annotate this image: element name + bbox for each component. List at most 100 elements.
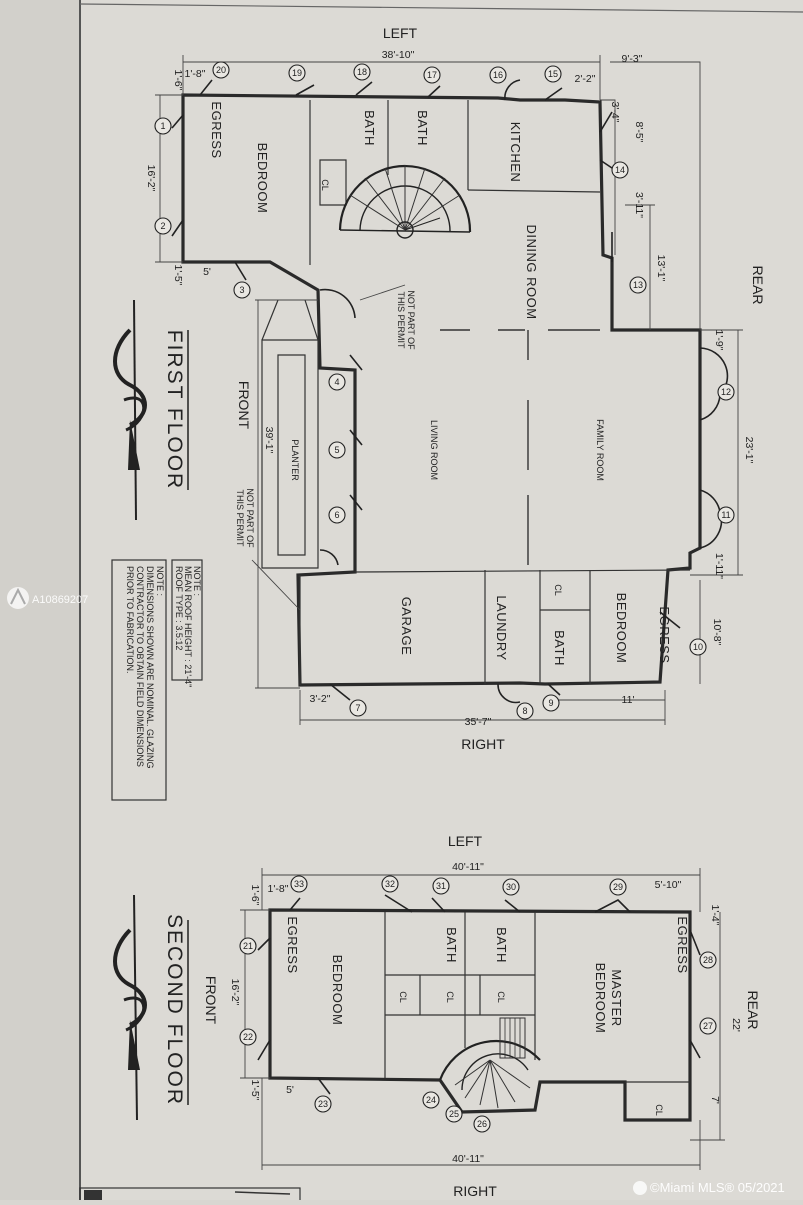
svg-text:3: 3: [239, 285, 244, 295]
svg-text:7: 7: [355, 703, 360, 713]
svg-text:4: 4: [334, 377, 339, 387]
room-closet-2: CL: [553, 584, 563, 596]
dim-1-5: 1'-5": [172, 265, 184, 286]
note-box-roof: NOTE : MEAN ROOF HEIGHT : 21'-4" ROOF TY…: [171, 559, 203, 687]
room-dining: DINING ROOM: [524, 224, 539, 319]
window-tag-26: 26: [473, 1115, 491, 1133]
first-floor-title: FIRST FLOOR: [163, 330, 186, 490]
window-tag-24: 24: [422, 1091, 440, 1109]
svg-text:22: 22: [243, 1032, 253, 1042]
dim2-1-5: 1'-5": [249, 1080, 261, 1101]
room2-bedroom: BEDROOM: [330, 955, 345, 1026]
svg-text:1: 1: [160, 121, 165, 131]
dim-10-8: 10'-8": [711, 619, 723, 646]
room2-cl-1: CL: [398, 991, 408, 1003]
dim-top-total: 38'-10": [382, 49, 415, 61]
first-floor-side-top: LEFT: [383, 25, 418, 41]
second-floor-stair: [438, 1017, 541, 1109]
dim2-7: 7': [709, 1096, 721, 1104]
svg-text:11: 11: [721, 510, 730, 520]
dim-8-5: 8'-5": [633, 122, 645, 143]
dim2-5: 5': [286, 1084, 294, 1096]
svg-text:31: 31: [436, 881, 446, 891]
dim-3-2: 3'-2": [310, 693, 331, 705]
window-tag-18: 18: [353, 63, 371, 81]
dim2-1-6: 1'-6": [249, 885, 261, 906]
planter-label: PLANTER: [290, 439, 300, 481]
svg-text:12: 12: [721, 387, 731, 397]
window-tag-21: 21: [239, 937, 257, 955]
first-floor-side-bottom: RIGHT: [461, 736, 505, 752]
svg-text:NOTE :: NOTE :: [155, 566, 165, 596]
window-tag-32: 32: [381, 875, 399, 893]
svg-text:2: 2: [160, 221, 165, 231]
svg-text:33: 33: [294, 879, 304, 889]
window-tag-29: 29: [609, 878, 627, 896]
svg-text:NOT PART OF: NOT PART OF: [245, 488, 255, 548]
window-tag-22: 22: [239, 1028, 257, 1046]
window-tag-16: 16: [489, 66, 507, 84]
second-floor-side-left: FRONT: [203, 976, 219, 1025]
window-tag-13: 13: [629, 276, 647, 294]
svg-text:32: 32: [385, 879, 395, 889]
room-closet-1: CL: [320, 179, 330, 191]
svg-text:NOT PART OF: NOT PART OF: [406, 290, 416, 350]
dim2-22: 22': [730, 1018, 742, 1032]
room-garage: GARAGE: [399, 597, 414, 656]
svg-text:DIMENSIONS SHOWN ARE NOMINAL.: DIMENSIONS SHOWN ARE NOMINAL. GLAZING: [145, 566, 155, 769]
svg-text:MEAN ROOF HEIGHT : 21'-4": MEAN ROOF HEIGHT : 21'-4": [183, 566, 193, 687]
dim-39-1: 39'-1": [263, 427, 275, 454]
svg-text:25: 25: [449, 1109, 459, 1119]
svg-text:NOTE :: NOTE :: [192, 566, 202, 596]
svg-text:THIS PERMIT: THIS PERMIT: [396, 291, 406, 349]
second-floor-window-tags: 21 22 23 24 25 26 27 28 29 30 31 32 33: [239, 875, 717, 1133]
window-tag-30: 30: [502, 878, 520, 896]
window-tag-10: 10: [689, 638, 707, 656]
room-kitchen: KITCHEN: [508, 122, 523, 183]
dim2-bottom-total: 40'-11": [452, 1153, 484, 1165]
window-tag-17: 17: [423, 66, 441, 84]
first-floor-stair: [338, 164, 472, 239]
window-tag-6: 6: [328, 506, 346, 524]
compass-ornament-2: [113, 894, 147, 1121]
window-tag-14: 14: [611, 161, 629, 179]
dim-3-4: 3'-4": [609, 102, 621, 123]
window-tag-25: 25: [445, 1105, 463, 1123]
second-floor-openings: [257, 894, 701, 1095]
note-not-part-2: NOT PART OF THIS PERMIT: [235, 488, 301, 611]
room2-master-line2: BEDROOM: [593, 963, 608, 1034]
note-box-dimensions: NOTE : DIMENSIONS SHOWN ARE NOMINAL. GLA…: [111, 559, 167, 801]
window-tag-12: 12: [717, 383, 735, 401]
dim-23-1: 23'-1": [743, 437, 755, 464]
second-floor-side-bottom: RIGHT: [453, 1183, 497, 1199]
window-tag-33: 33: [290, 875, 308, 893]
dim-13-1: 13'-1": [655, 255, 667, 282]
room2-bath-2: BATH: [494, 927, 509, 963]
svg-text:15: 15: [548, 69, 558, 79]
dim-1-9: 1'-9": [713, 330, 725, 351]
window-tag-31: 31: [432, 877, 450, 895]
dim2-5-10: 5'-10": [655, 879, 682, 891]
room-bedroom-2: BEDROOM: [614, 593, 629, 664]
window-tag-3: 3: [233, 281, 251, 299]
room-egress-2: EGRESS: [657, 606, 672, 663]
dim-1-6: 1'-6": [172, 70, 184, 91]
svg-text:16: 16: [493, 70, 503, 80]
svg-text:9: 9: [548, 698, 553, 708]
room2-cl-3: CL: [496, 991, 506, 1003]
window-tag-23: 23: [314, 1095, 332, 1113]
svg-text:PRIOR TO FABRICATION.: PRIOR TO FABRICATION.: [125, 566, 135, 674]
room2-egress-1: EGRESS: [285, 916, 300, 973]
room2-egress-2: EGRESS: [675, 916, 690, 973]
svg-text:10: 10: [693, 642, 703, 652]
window-tag-27: 27: [699, 1017, 717, 1035]
window-tag-15: 15: [544, 65, 562, 83]
window-tag-11: 11: [717, 506, 735, 524]
room-living: LIVING ROOM: [429, 420, 439, 480]
room-laundry: LAUNDRY: [494, 595, 509, 660]
svg-text:ROOF TYPE : 3.5:12: ROOF TYPE : 3.5:12: [174, 566, 184, 650]
room-bedroom-1: BEDROOM: [255, 143, 270, 214]
svg-text:21: 21: [243, 941, 253, 951]
dim-1-8: 1'-8": [185, 68, 206, 80]
